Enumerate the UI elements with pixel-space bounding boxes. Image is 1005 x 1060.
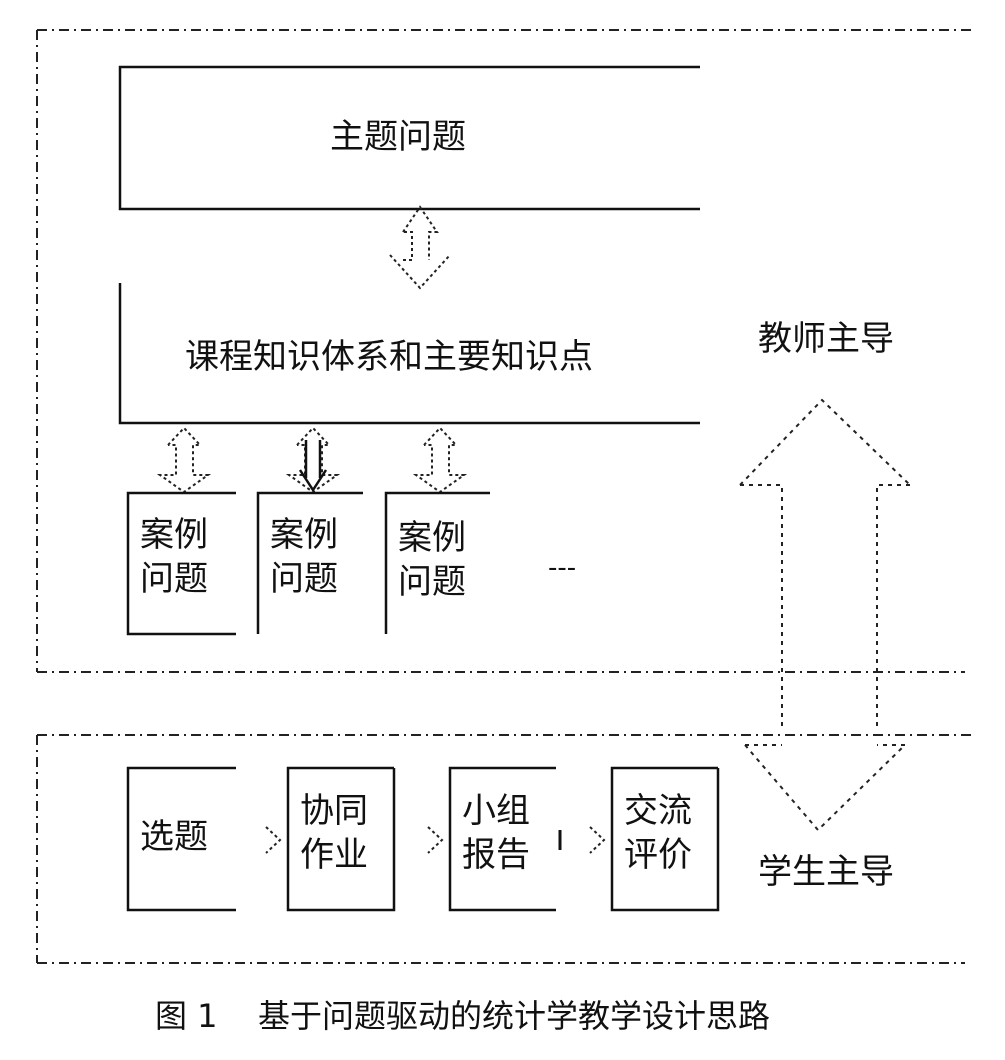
case-arrows	[156, 426, 468, 494]
step-group-report-label: 小组 报告	[462, 791, 530, 875]
step-collaboration-label: 协同 作业	[300, 791, 368, 875]
topic-box-outline	[118, 65, 700, 211]
step-topic-selection-label: 选题	[140, 817, 208, 857]
student-led-label: 学生主导	[758, 852, 894, 892]
big-double-arrow	[739, 398, 911, 832]
teacher-led-label: 教师主导	[758, 319, 894, 359]
step-connectors	[265, 826, 606, 854]
step-box-outlines	[126, 766, 720, 912]
topic-box-label: 主题问题	[330, 117, 466, 157]
topic-knowledge-double-arrow	[389, 205, 451, 290]
knowledge-box-label: 课程知识体系和主要知识点	[185, 337, 593, 377]
ellipsis-label: ---	[548, 553, 577, 583]
case-box-outlines	[126, 491, 490, 636]
step-exchange-evaluation-label: 交流 评价	[624, 791, 692, 875]
knowledge-box-outline	[118, 283, 700, 425]
case-arrow-solid	[298, 440, 328, 493]
case-box-3-label: 案例 问题	[398, 518, 466, 602]
case-box-1-label: 案例 问题	[140, 515, 208, 599]
case-box-2-label: 案例 问题	[270, 515, 338, 599]
figure-number: 图 1	[155, 997, 218, 1035]
teacher-region-border	[36, 29, 975, 673]
student-region-border	[36, 734, 975, 964]
figure-caption: 基于问题驱动的统计学教学设计思路	[258, 997, 771, 1035]
